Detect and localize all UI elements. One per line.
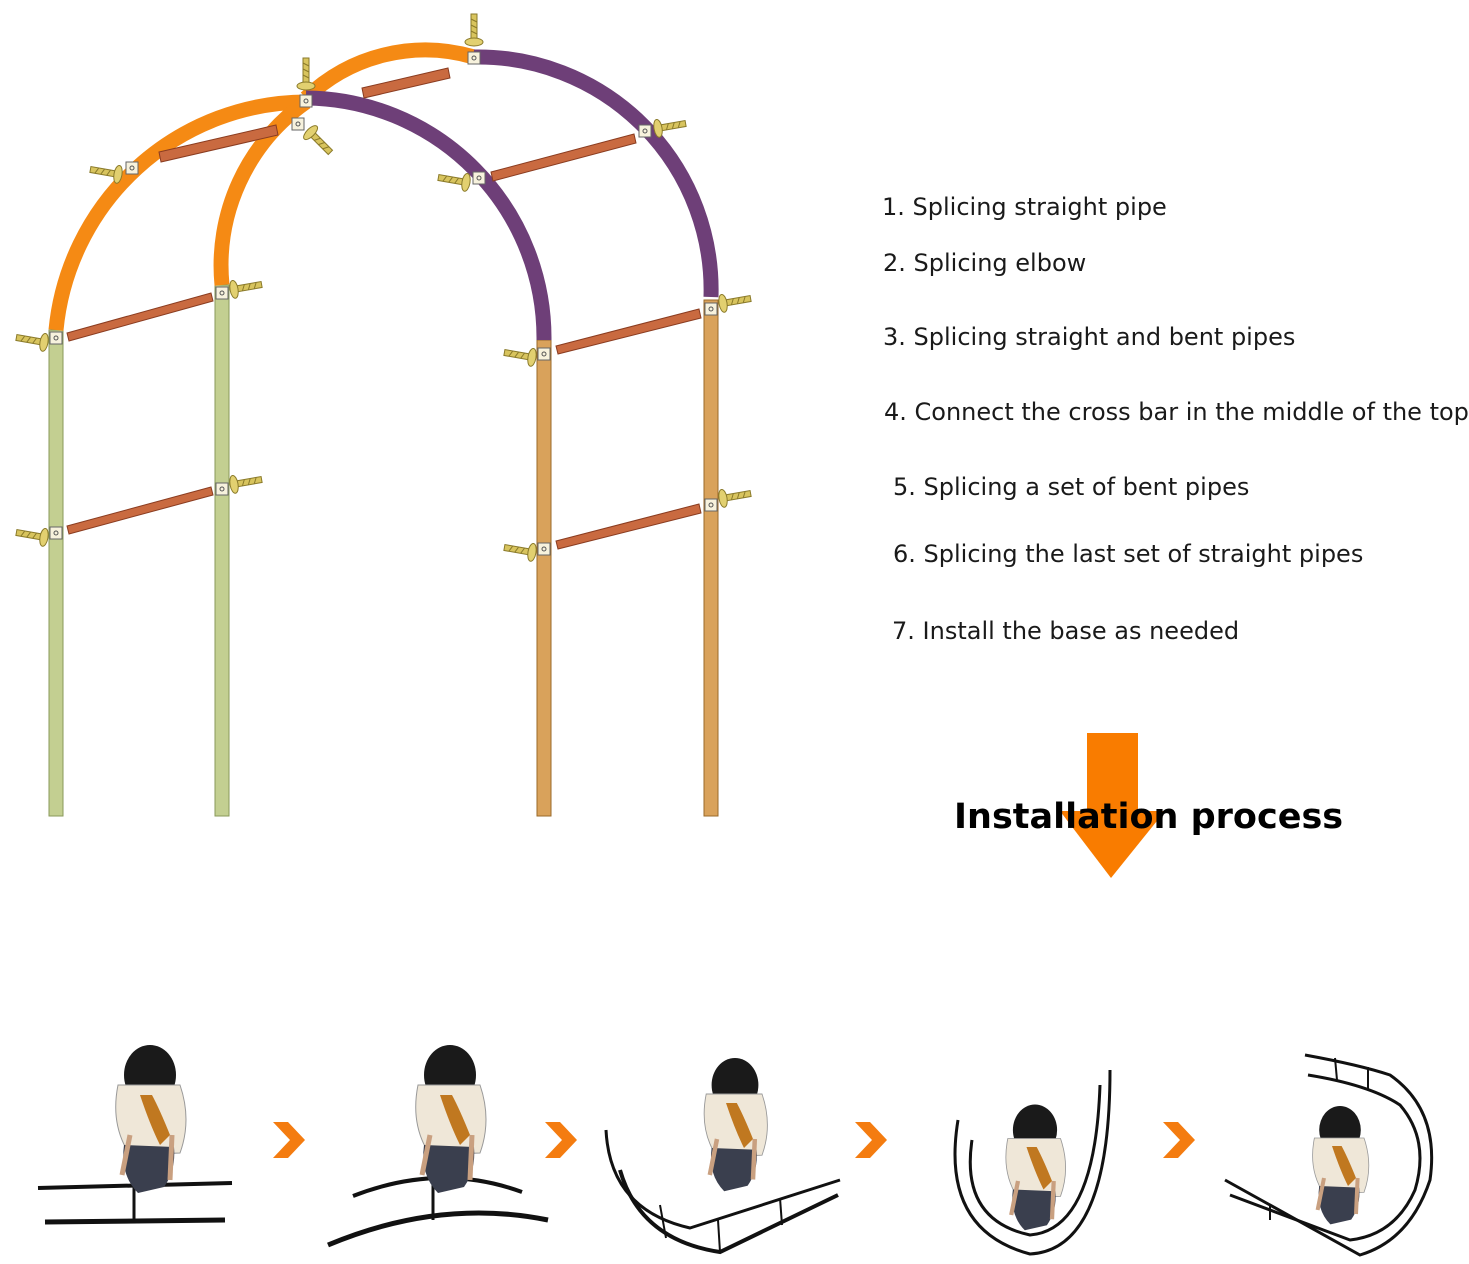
chevron-right-icon: [545, 1122, 577, 1158]
photo-step-4: [953, 1069, 1112, 1256]
screw-icon: [14, 13, 753, 563]
chevron-right-icon: [855, 1122, 887, 1158]
cross-bars: [66, 67, 702, 550]
step-5: 5. Splicing a set of bent pipes: [893, 473, 1250, 501]
photo-step-3: [604, 1058, 841, 1255]
installation-photo-strip: [37, 1030, 1434, 1257]
step-4: 4. Connect the cross bar in the middle o…: [884, 398, 1469, 426]
step-7: 7. Install the base as needed: [892, 617, 1240, 645]
front-straight-pipes: [48, 284, 230, 817]
photo-step-2: [327, 1045, 549, 1248]
photo-step-1: [37, 1045, 233, 1225]
chevron-right-icon: [273, 1122, 305, 1158]
photo-step-5: [1224, 1053, 1434, 1257]
step-1: 1. Splicing straight pipe: [882, 193, 1167, 221]
step-2: 2. Splicing elbow: [883, 249, 1087, 277]
pipe-joints: [49, 51, 718, 556]
step-6: 6. Splicing the last set of straight pip…: [893, 540, 1364, 568]
chevron-right-icon: [1163, 1122, 1195, 1158]
process-title: Installation process: [954, 797, 1344, 837]
step-3: 3. Splicing straight and bent pipes: [883, 323, 1296, 351]
arch-exploded-diagram: [14, 13, 753, 817]
down-arrow-icon: [1060, 733, 1165, 878]
back-straight-pipes: [536, 299, 719, 817]
